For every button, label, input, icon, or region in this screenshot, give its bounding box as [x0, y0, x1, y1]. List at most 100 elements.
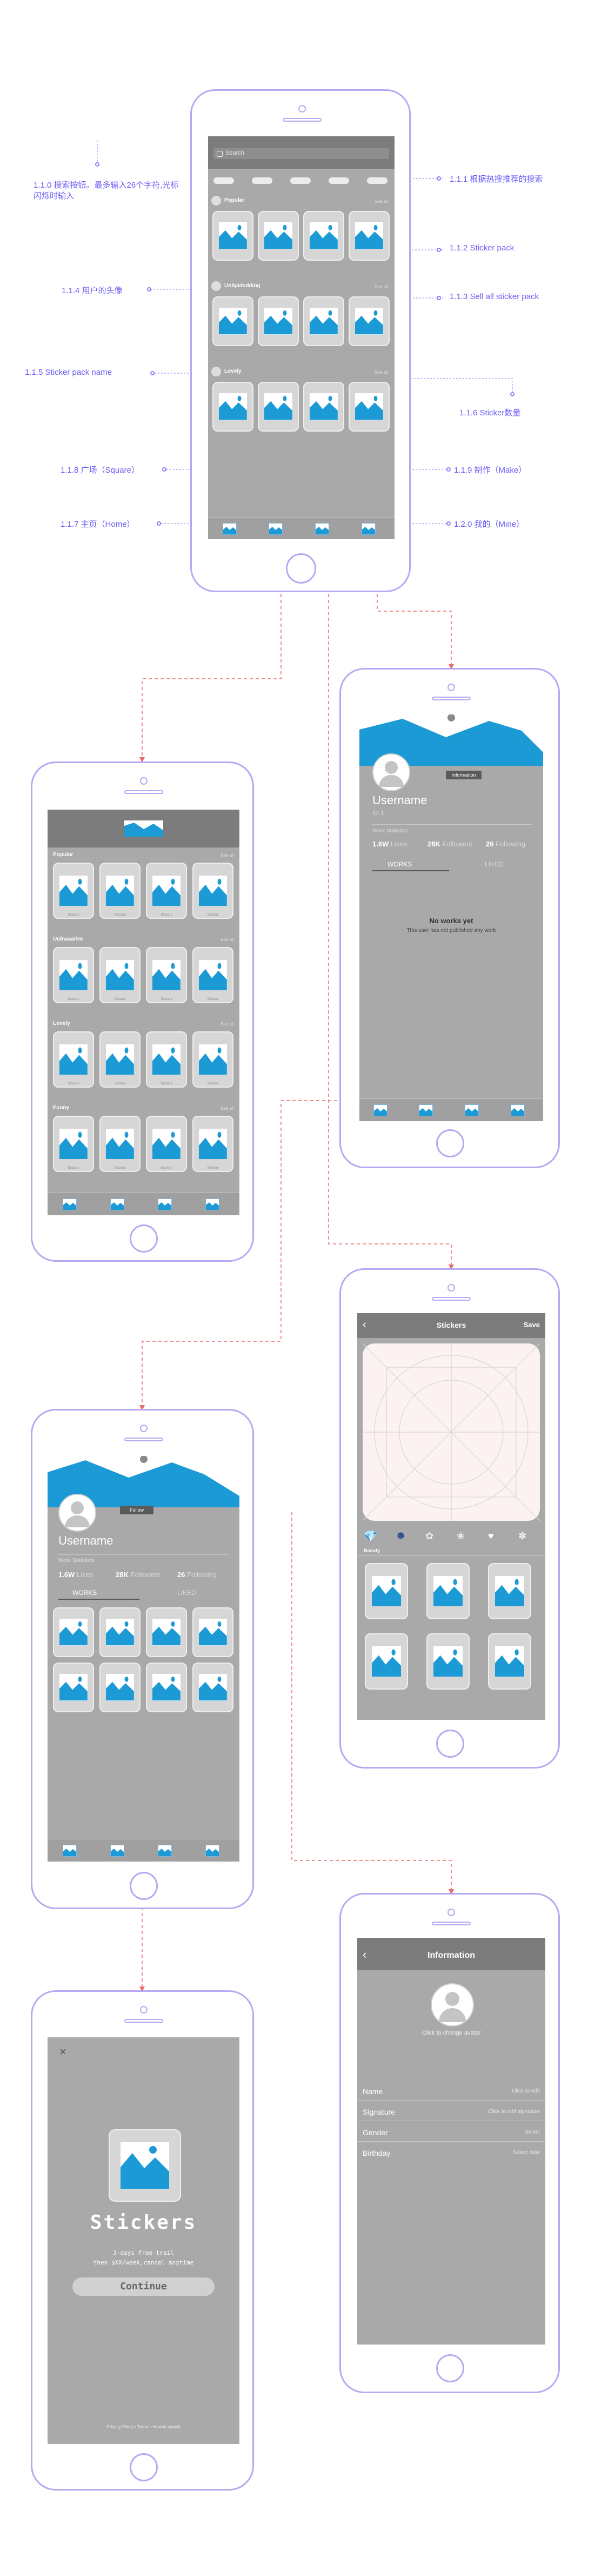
see-all-link[interactable]: See all [375, 199, 388, 204]
hot-search-chip[interactable] [213, 177, 234, 184]
sticker-thumbnail[interactable]: Stickers [146, 1031, 187, 1088]
pack-author-avatar[interactable] [211, 367, 221, 376]
tab-liked[interactable]: LIKED [485, 860, 504, 868]
see-all-link[interactable]: See all [221, 853, 234, 858]
home-button[interactable] [436, 1730, 464, 1758]
information-button[interactable]: Information [446, 771, 482, 779]
sticker-thumbnail[interactable]: Stickers [192, 1116, 233, 1172]
tab-works[interactable]: WORKS [387, 860, 412, 868]
see-all-link[interactable]: See all [221, 937, 234, 942]
home-button[interactable] [436, 1129, 464, 1157]
home-button[interactable] [436, 2354, 464, 2382]
continue-button[interactable]: Continue [72, 2277, 215, 2296]
back-icon[interactable]: ‹ [363, 1319, 366, 1330]
sticker-thumbnail[interactable]: Stickers [146, 863, 187, 919]
sticker-thumbnail[interactable]: Stickers [53, 863, 94, 919]
sticker-thumbnail[interactable] [53, 1663, 94, 1712]
tab-mine[interactable] [511, 1104, 525, 1116]
follow-button[interactable]: Follow [120, 1506, 153, 1514]
fish-icon[interactable]: ✿ [425, 1531, 434, 1541]
close-icon[interactable]: × [59, 2045, 66, 2058]
sticker-thumbnail[interactable]: Stickers [99, 1116, 141, 1172]
tab-make[interactable] [465, 1104, 479, 1116]
hot-search-chip[interactable] [252, 177, 272, 184]
footer-links[interactable]: Privacy Policy • Terms • How to cancel [106, 2425, 181, 2429]
sticker-thumbnail[interactable]: Stickers [99, 863, 141, 919]
sticker-thumbnail[interactable] [303, 382, 344, 432]
home-button[interactable] [130, 2453, 158, 2481]
sticker-thumbnail[interactable]: Stickers [99, 947, 141, 1003]
pack-author-avatar[interactable] [211, 196, 221, 206]
avatar[interactable] [431, 1983, 474, 2027]
heart-icon[interactable]: ♥ [488, 1531, 494, 1541]
sticker-thumbnail[interactable] [365, 1563, 408, 1619]
sticker-thumbnail[interactable] [99, 1607, 141, 1657]
tab-works[interactable]: WORKS [72, 1589, 97, 1597]
sticker-thumbnail[interactable] [192, 1663, 233, 1712]
tab-square[interactable] [110, 1845, 124, 1857]
avatar[interactable] [58, 1494, 96, 1532]
tab-mine[interactable] [205, 1198, 219, 1210]
sticker-thumbnail[interactable]: Stickers [99, 1031, 141, 1088]
sticker-thumbnail[interactable] [349, 211, 390, 261]
home-button[interactable] [130, 1872, 158, 1900]
home-button[interactable] [130, 1224, 158, 1253]
sticker-thumbnail[interactable] [426, 1563, 470, 1619]
flower-icon[interactable]: ✽ [518, 1531, 527, 1541]
see-all-link[interactable]: See all [375, 284, 388, 289]
save-button[interactable]: Save [523, 1321, 540, 1329]
see-all-link[interactable]: See all [221, 1022, 234, 1027]
avatar[interactable] [372, 753, 410, 791]
person-icon[interactable]: ☻ [395, 1529, 407, 1541]
tab-make[interactable] [158, 1845, 172, 1857]
tab-mine[interactable] [362, 523, 376, 535]
hot-search-chip[interactable] [367, 177, 387, 184]
pack-author-avatar[interactable] [211, 281, 221, 291]
tab-home[interactable] [63, 1845, 77, 1857]
see-all-link[interactable]: See all [221, 1106, 234, 1111]
sticker-thumbnail[interactable] [303, 296, 344, 346]
sticker-thumbnail[interactable]: Stickers [192, 947, 233, 1003]
sticker-thumbnail[interactable]: Stickers [146, 947, 187, 1003]
sticker-thumbnail[interactable] [212, 296, 253, 346]
sticker-thumbnail[interactable]: Stickers [53, 947, 94, 1003]
tab-liked[interactable]: LIKED [177, 1589, 196, 1597]
tab-home[interactable] [373, 1104, 387, 1116]
tab-make[interactable] [158, 1198, 172, 1210]
sticker-thumbnail[interactable] [258, 211, 299, 261]
sticker-thumbnail[interactable]: Stickers [192, 863, 233, 919]
sticker-thumbnail[interactable] [192, 1607, 233, 1657]
sticker-thumbnail[interactable]: Stickers [192, 1031, 233, 1088]
sticker-thumbnail[interactable] [53, 1607, 94, 1657]
see-all-link[interactable]: See all [375, 370, 388, 375]
sticker-thumbnail[interactable] [365, 1633, 408, 1690]
hot-search-chip[interactable] [290, 177, 311, 184]
sticker-thumbnail[interactable] [99, 1663, 141, 1712]
sticker-thumbnail[interactable] [258, 296, 299, 346]
sticker-thumbnail[interactable]: Stickers [146, 1116, 187, 1172]
tab-make[interactable] [315, 523, 329, 535]
tab-square[interactable] [269, 523, 283, 535]
sticker-thumbnail[interactable] [258, 382, 299, 432]
back-icon[interactable]: ‹ [363, 1948, 367, 1961]
sticker-thumbnail[interactable] [426, 1633, 470, 1690]
home-button[interactable] [286, 553, 316, 584]
sticker-thumbnail[interactable] [488, 1633, 531, 1690]
hot-search-chip[interactable] [329, 177, 349, 184]
sticker-thumbnail[interactable] [349, 382, 390, 432]
sticker-icon[interactable]: ❀ [457, 1531, 465, 1541]
search-input[interactable]: Search [213, 148, 389, 159]
sticker-thumbnail[interactable] [349, 296, 390, 346]
sticker-thumbnail[interactable] [212, 382, 253, 432]
tab-square[interactable] [110, 1198, 124, 1210]
diamond-icon[interactable]: 💎 [364, 1531, 377, 1542]
sticker-thumbnail[interactable]: Stickers [53, 1116, 94, 1172]
sticker-thumbnail[interactable] [303, 211, 344, 261]
sticker-thumbnail[interactable]: Stickers [53, 1031, 94, 1088]
tab-home[interactable] [223, 523, 237, 535]
tab-mine[interactable] [205, 1845, 219, 1857]
